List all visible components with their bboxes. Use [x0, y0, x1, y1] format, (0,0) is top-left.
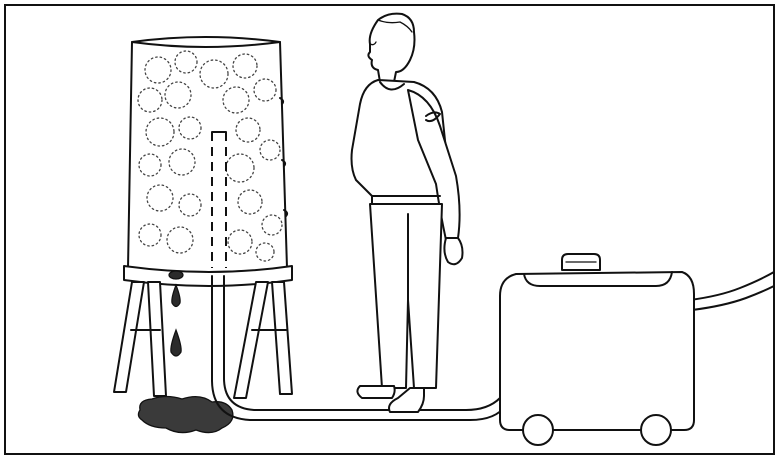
pump-wheel-right [641, 415, 671, 445]
barrel [128, 37, 287, 272]
pump-cart [500, 254, 694, 445]
pump-wheel-left [523, 415, 553, 445]
